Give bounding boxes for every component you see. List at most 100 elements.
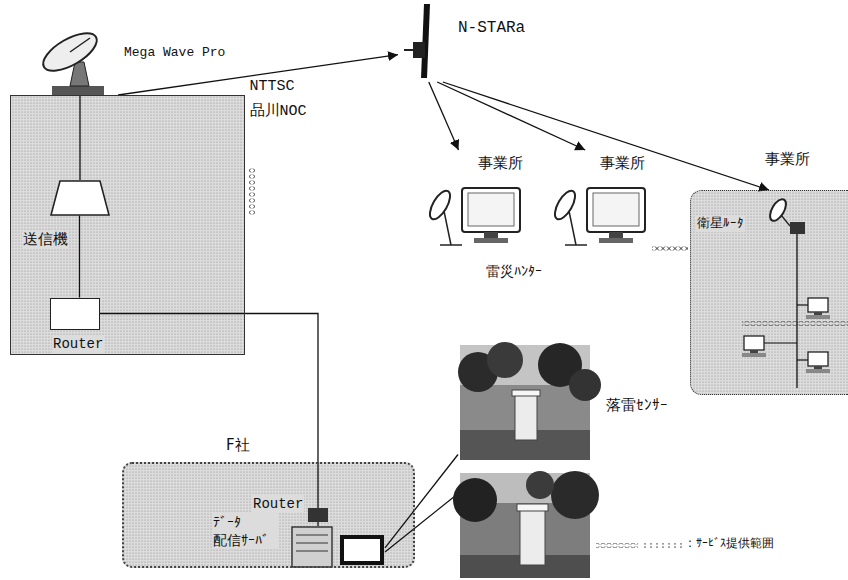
office-terminal-icon: [565, 244, 587, 246]
office-lan: [814, 366, 822, 369]
office-terminal-icon: [551, 188, 579, 223]
office-lan: [797, 359, 808, 360]
office-terminal-icon: [593, 193, 639, 226]
region-fill: [10, 95, 245, 355]
office-terminal-icon: [426, 188, 454, 223]
router-box: Router: [50, 298, 100, 330]
server-icon: [292, 492, 460, 567]
region-fill: [10, 95, 848, 568]
sensor-photo: [453, 471, 599, 578]
office-lan: [764, 342, 797, 343]
ground-antenna: [38, 26, 104, 180]
connector: [385, 455, 458, 548]
legend-sample: [596, 543, 638, 548]
ground-antenna: [38, 26, 103, 79]
sensor-photo: [551, 471, 599, 519]
node-label: N-STARa: [458, 18, 525, 39]
node-label: F社: [226, 436, 250, 456]
transmitter-trapezoid: 送信機: [50, 180, 110, 216]
office-lan: [806, 315, 830, 319]
connector: [317, 522, 318, 526]
trapezoid-outline: [51, 181, 109, 215]
connector: [429, 82, 459, 150]
node-label: 送信機: [22, 230, 69, 250]
office-terminal: 事業所: [545, 150, 660, 250]
node-label: Router: [52, 335, 104, 353]
office-lan: [750, 350, 758, 353]
office-lan: [742, 353, 766, 357]
connector: [437, 82, 585, 150]
satellite-icon: [413, 42, 425, 58]
sensor-photo: [526, 471, 554, 499]
office-lan: [808, 352, 828, 366]
sensor-photo: [569, 369, 601, 401]
office-lan: [797, 304, 808, 305]
sensor-photo: [515, 395, 537, 440]
region-fill: [122, 462, 415, 568]
service-range-mark: [652, 246, 688, 251]
node-label: Router: [252, 495, 304, 513]
service-range-mark: [249, 168, 255, 216]
node-label: NTTSC 品川NOC: [250, 74, 326, 124]
legend-sample: [640, 543, 682, 548]
sensor-group: 落雷ｾﾝｻｰ: [458, 345, 690, 578]
office-terminal-icon: [484, 232, 498, 238]
sensor-photo: [520, 510, 545, 565]
office-terminal-icon: [474, 238, 508, 243]
office-terminal-icon: [468, 193, 514, 226]
office-lan: [742, 197, 830, 388]
service-range-mark: [249, 168, 848, 326]
node-label: 事業所: [478, 154, 523, 174]
server-icon: [340, 535, 384, 565]
legend-item: : ｻｰﾋﾞｽ提供範囲: [688, 536, 774, 552]
office-lan: [790, 222, 805, 234]
office-lan: [767, 197, 789, 224]
node-label: 事業所: [765, 150, 810, 170]
part-label: 衛星ﾙｰﾀ: [696, 215, 745, 232]
office-terminal-icon: [609, 232, 623, 238]
office-terminal: 事業所: [420, 150, 530, 250]
sensor-photo: [487, 342, 523, 378]
office-lan: [781, 215, 790, 226]
office-lan: [744, 336, 764, 350]
ground-antenna: [52, 86, 104, 95]
office-terminal-icon: [551, 188, 645, 245]
station-box: NTTSC 品川NOC送信機Router: [10, 95, 245, 355]
caption-label: 雷災ﾊﾝﾀｰ: [486, 262, 542, 280]
office-terminal-icon: [426, 188, 520, 245]
satellite-icon: [421, 4, 430, 78]
connector: [443, 82, 769, 190]
satellite-icon: [404, 4, 430, 78]
office-lan: [814, 312, 822, 315]
sensor-photo: [453, 478, 497, 522]
router-icon: Router: [308, 508, 328, 522]
connector: [79, 216, 80, 298]
sensor-photo: [458, 342, 601, 460]
satellite-icon: [404, 49, 413, 51]
satellite: N-STARa: [398, 4, 538, 82]
connector: [100, 314, 319, 509]
office-terminal-icon: [569, 211, 576, 245]
office-terminal-icon: [462, 188, 520, 232]
legend-text: : ｻｰﾋﾞｽ提供範囲: [688, 536, 774, 552]
trapezoid-outline: [50, 180, 110, 216]
node-label: ﾃﾞｰﾀ 配信ｻｰﾊﾞ: [212, 513, 278, 549]
office-lan: [796, 234, 797, 388]
server: ﾃﾞｰﾀ 配信ｻｰﾊﾞ: [290, 526, 385, 568]
service-range-mark: [742, 321, 848, 326]
office-lan: [806, 369, 830, 373]
office-terminal-icon: [440, 244, 462, 246]
office-terminal-icon: [599, 238, 633, 243]
node-label: 事業所: [600, 154, 645, 174]
office-terminal-icon: [587, 188, 645, 232]
ground-antenna: [79, 95, 80, 180]
legend-sample: [596, 543, 682, 548]
server-icon: [385, 492, 460, 552]
edge-label: Mega Wave Pro: [122, 45, 227, 62]
sensor-photo: [512, 390, 540, 396]
node-label: 落雷ｾﾝｻｰ: [606, 396, 668, 416]
